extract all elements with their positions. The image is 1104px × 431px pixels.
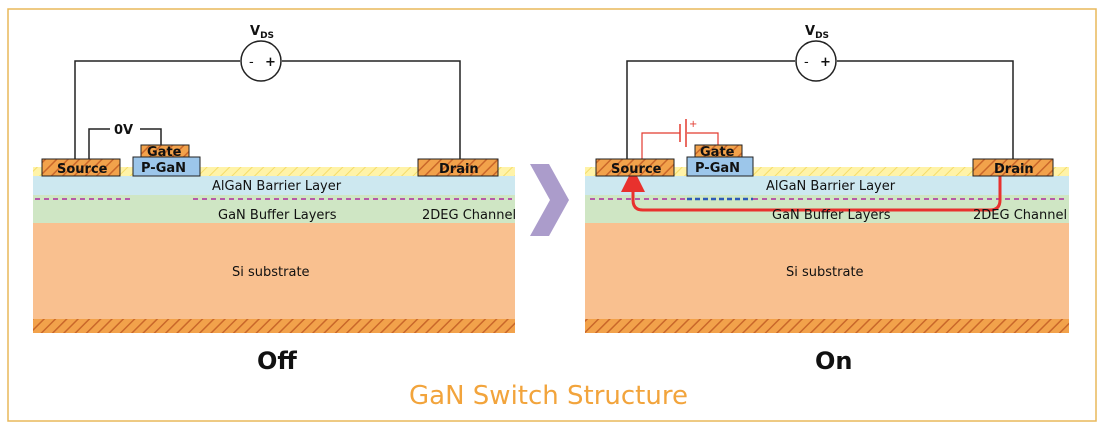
off-vds-plus: +	[265, 55, 276, 70]
off-source-contact	[41, 158, 121, 177]
transition-arrow-icon	[530, 164, 569, 236]
off-barrier-layer	[33, 176, 515, 195]
on-state-label: On	[815, 347, 853, 375]
on-source-contact	[595, 158, 675, 177]
off-vds-wire-right	[282, 60, 461, 159]
on-vds-minus: -	[804, 55, 809, 70]
off-vds-label: VDS	[250, 24, 274, 41]
on-source-label: Source	[611, 162, 662, 177]
on-vds-source-icon	[795, 40, 837, 82]
off-channel-label: 2DEG Channel	[422, 208, 516, 223]
on-barrier-label: AlGaN Barrier Layer	[766, 179, 896, 194]
on-gate-bias-wire	[641, 132, 680, 161]
on-gate-label: Gate	[700, 145, 735, 160]
on-channel-label: 2DEG Channel	[973, 208, 1067, 223]
on-vds-label: VDS	[805, 24, 829, 41]
off-substrate-label: Si substrate	[232, 265, 310, 280]
off-barrier-label: AlGaN Barrier Layer	[212, 179, 342, 194]
on-substrate-label: Si substrate	[786, 265, 864, 280]
on-battery-plus: +	[689, 119, 697, 130]
off-gate-contact	[140, 144, 190, 158]
off-vds-wire	[74, 60, 240, 161]
on-gate-contact	[694, 144, 743, 158]
off-vds-source-icon	[240, 40, 282, 82]
on-vds-plus: +	[820, 55, 831, 70]
off-pgan-label: P-GaN	[141, 161, 186, 176]
on-passivation	[585, 167, 1069, 176]
off-gate-label: Gate	[147, 145, 182, 160]
on-vds-wire-right	[837, 60, 1014, 159]
on-gate-bias-wire-right	[687, 132, 719, 145]
on-bottom-contact	[585, 319, 1069, 333]
on-drain-label: Drain	[994, 162, 1034, 177]
off-drain-contact	[417, 158, 499, 177]
off-passivation	[33, 167, 515, 176]
off-source-label: Source	[57, 162, 108, 177]
on-vds-wire	[626, 60, 795, 161]
on-current-path-arrow	[621, 168, 1002, 212]
on-drain-contact	[972, 158, 1054, 177]
off-bottom-contact	[33, 319, 515, 333]
off-gate-bias-label: 0V	[114, 123, 133, 138]
off-drain-label: Drain	[439, 162, 479, 177]
on-substrate	[585, 223, 1069, 319]
off-vds-minus: -	[249, 55, 254, 70]
on-barrier-layer	[585, 176, 1069, 195]
off-state-label: Off	[257, 347, 297, 375]
off-buffer-label: GaN Buffer Layers	[218, 208, 337, 223]
diagram-caption: GaN Switch Structure	[409, 381, 688, 411]
on-buffer-label: GaN Buffer Layers	[772, 208, 891, 223]
on-state-panel: - + VDS + Source P-GaN Gate Drain AlGaN …	[585, 24, 1069, 375]
on-pgan-label: P-GaN	[695, 161, 740, 176]
off-state-panel: - + VDS 0V Source P-GaN Gate Drain AlGaN…	[33, 24, 516, 375]
off-substrate	[33, 223, 515, 319]
